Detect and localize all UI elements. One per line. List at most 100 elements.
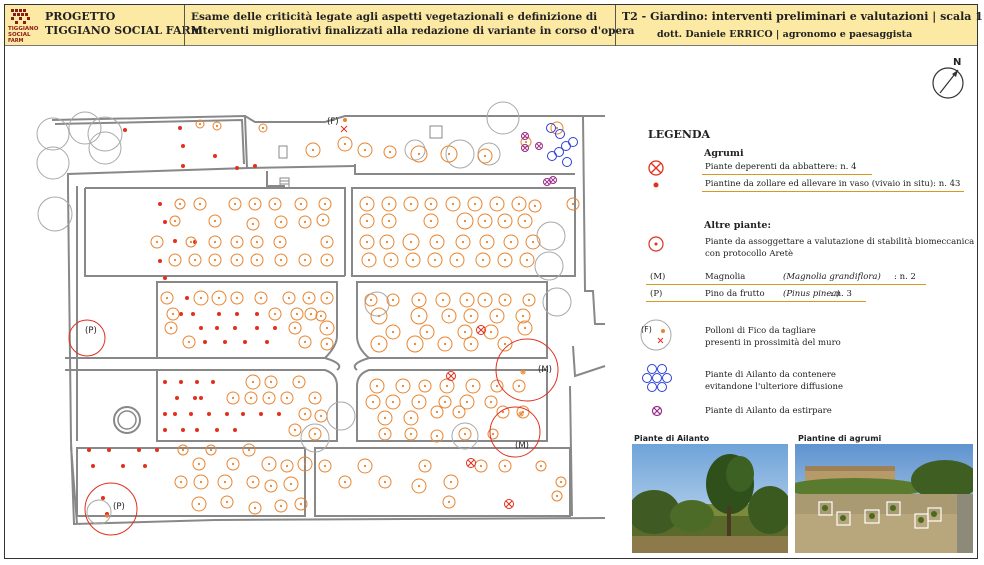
- evaluation-tree-marker: [205, 444, 217, 456]
- evaluation-tree-marker: [497, 252, 513, 268]
- evaluation-tree-marker: [402, 233, 420, 251]
- evaluation-tree-marker: [443, 474, 459, 490]
- evaluation-tree-marker: [264, 375, 278, 389]
- evaluation-tree-marker: [369, 378, 385, 394]
- evaluation-tree-marker: [405, 252, 421, 268]
- evaluation-tree-marker: [245, 374, 261, 390]
- tree-center-marker: [213, 258, 217, 262]
- tree-center-marker: [247, 448, 251, 452]
- tree-center-marker: [481, 258, 485, 262]
- evaluation-tree-marker: [406, 335, 424, 353]
- evaluation-tree-marker: [168, 253, 182, 267]
- ailanthus-contain-marker: [555, 129, 565, 139]
- existing-tree-marker: [542, 287, 572, 317]
- tree-center-marker: [343, 142, 347, 146]
- evaluation-tree-marker: [318, 197, 332, 211]
- dead-tree-marker: [504, 499, 514, 509]
- evaluation-tree-marker: [438, 395, 452, 409]
- tree-center-marker: [417, 152, 421, 156]
- evaluation-tree-marker: [383, 145, 397, 159]
- evaluation-tree-marker: [403, 196, 419, 212]
- seedling-marker: [265, 340, 269, 344]
- evaluation-tree-marker: [211, 290, 227, 306]
- photo-agrumi: [795, 444, 973, 553]
- photo-agrumi-caption: Piantine di agrumi: [798, 434, 882, 443]
- evaluation-tree-marker: [268, 197, 282, 211]
- author: dott. Daniele ERRICO | agronomo e paesag…: [657, 29, 913, 40]
- tree-center-marker: [365, 202, 369, 206]
- evaluation-tree-marker: [364, 293, 378, 307]
- ailanthus-remove-cross: [536, 143, 542, 149]
- existing-tree-marker: [445, 139, 475, 169]
- tree-center-marker: [365, 240, 369, 244]
- legend-pino-latin: (Pinus pinea): [783, 289, 840, 299]
- tree-center-marker: [303, 462, 307, 466]
- evaluation-tree-marker: [315, 310, 327, 322]
- garden-walls: [51, 114, 606, 526]
- evaluation-tree-marker: [487, 428, 499, 440]
- tree-center-marker: [365, 219, 369, 223]
- tree-center-marker: [401, 384, 405, 388]
- seedling-marker: [235, 312, 239, 316]
- evaluation-tree-marker: [302, 291, 316, 305]
- tree-center-marker: [178, 202, 182, 206]
- evaluation-tree-marker: [357, 142, 373, 158]
- tree-center-marker: [521, 370, 525, 374]
- evaluation-tree-marker: [403, 410, 419, 426]
- tree-center-marker: [261, 126, 265, 130]
- ailanthus-contain-marker: [546, 123, 556, 133]
- evaluation-tree-marker: [365, 394, 381, 410]
- evaluation-tree-marker: [551, 490, 563, 502]
- label-pino-bottom: (P): [113, 502, 125, 512]
- tree-center-marker: [225, 500, 229, 504]
- evaluation-tree-marker: [274, 215, 288, 229]
- tree-center-marker: [233, 202, 237, 206]
- evaluation-tree-marker: [244, 391, 258, 405]
- evaluation-tree-marker: [359, 234, 375, 250]
- tree-center-marker: [279, 258, 283, 262]
- fig-sucker-cross: [340, 125, 348, 133]
- evaluation-tree-marker: [282, 291, 296, 305]
- evaluation-tree-marker: [449, 252, 465, 268]
- tree-center-marker: [363, 148, 367, 152]
- tree-center-marker: [213, 240, 217, 244]
- seedling-marker: [193, 396, 197, 400]
- seedling-marker: [211, 380, 215, 384]
- seedling-marker: [107, 448, 111, 452]
- evaluation-tree-marker: [381, 196, 397, 212]
- evaluation-tree-marker: [188, 253, 202, 267]
- tree-center-marker: [555, 126, 559, 130]
- tree-center-marker: [559, 480, 563, 484]
- evaluation-tree-marker: [517, 320, 533, 336]
- tree-center-marker: [443, 400, 447, 404]
- evaluation-tree-marker: [305, 142, 321, 158]
- seedling-marker: [215, 428, 219, 432]
- tree-center-marker: [531, 240, 535, 244]
- seedling-marker: [213, 154, 217, 158]
- tree-center-marker: [571, 202, 575, 206]
- evaluation-tree-marker: [370, 307, 388, 325]
- evaluation-tree-marker: [410, 145, 428, 163]
- tree-center-marker: [517, 202, 521, 206]
- study-title: Esame delle criticità legate agli aspett…: [191, 11, 635, 37]
- tree-center-marker: [519, 412, 523, 416]
- tree-center-marker: [255, 240, 259, 244]
- evaluation-tree-marker: [298, 335, 312, 349]
- tree-center-marker: [198, 202, 202, 206]
- seedling-marker: [207, 412, 211, 416]
- evaluation-tree-marker: [440, 145, 458, 163]
- legend-ailanto-estirpare: Piante di Ailanto da estirpare: [705, 406, 832, 416]
- tree-center-marker: [417, 484, 421, 488]
- dead-tree-marker: [466, 458, 476, 468]
- sheet-title: T2 - Giardino: interventi preliminari e …: [622, 10, 984, 23]
- evaluation-tree-marker: [522, 293, 536, 307]
- tree-center-marker: [297, 380, 301, 384]
- tree-center-marker: [473, 202, 477, 206]
- tree-center-marker: [463, 219, 467, 223]
- evaluation-tree-marker: [308, 391, 322, 405]
- tree-center-marker: [253, 506, 257, 510]
- evaluation-tree-marker: [435, 292, 451, 308]
- ailanthus-remove-cross: [522, 145, 528, 151]
- tree-center-marker: [469, 314, 473, 318]
- evaluation-tree-marker: [230, 253, 244, 267]
